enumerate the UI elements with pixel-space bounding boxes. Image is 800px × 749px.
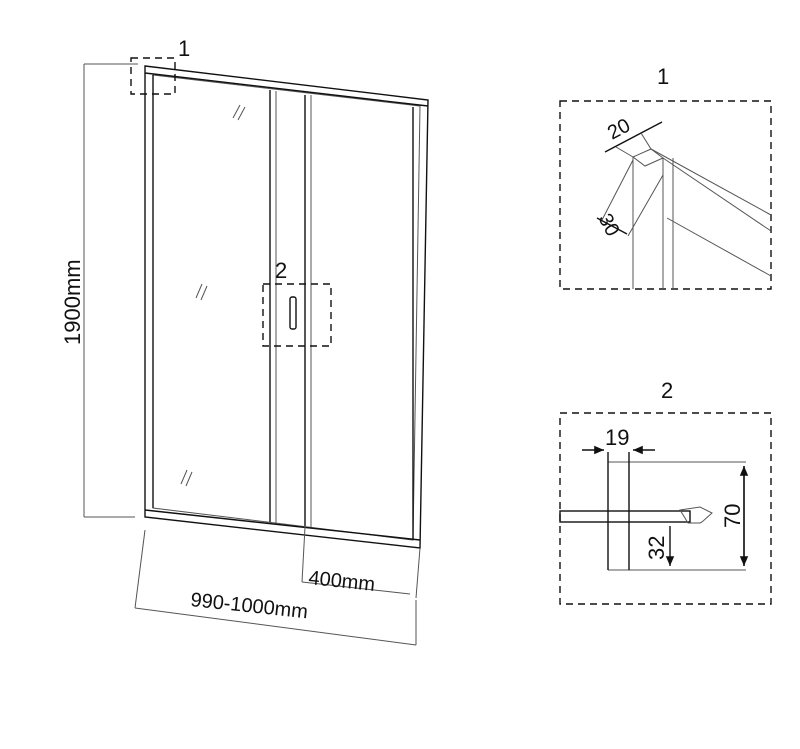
glass-reflection-marks xyxy=(180,104,246,487)
door-frame xyxy=(144,65,429,549)
detail-2-height: 70 xyxy=(720,504,745,528)
callout-label-2: 2 xyxy=(275,258,287,283)
total-width-label: 990-1000mm xyxy=(189,589,308,623)
door-width-label: 400mm xyxy=(307,567,376,596)
detail-1-title: 1 xyxy=(657,64,669,89)
callout-box-1 xyxy=(130,57,176,95)
detail-1-depth: 30 xyxy=(594,210,624,240)
detail-2: 2 19 70 32 xyxy=(559,378,772,605)
height-dimension: 1900mm xyxy=(60,63,138,518)
detail-2-width: 19 xyxy=(605,425,629,450)
detail-1: 1 20 30 xyxy=(559,64,772,290)
callout-box-2 xyxy=(262,283,332,347)
detail-2-title: 2 xyxy=(661,378,673,403)
detail-2-offset: 32 xyxy=(644,536,669,560)
callout-label-1: 1 xyxy=(178,36,190,61)
detail-1-width: 20 xyxy=(604,115,634,145)
height-label: 1900mm xyxy=(60,259,85,345)
door-handle xyxy=(289,296,297,330)
